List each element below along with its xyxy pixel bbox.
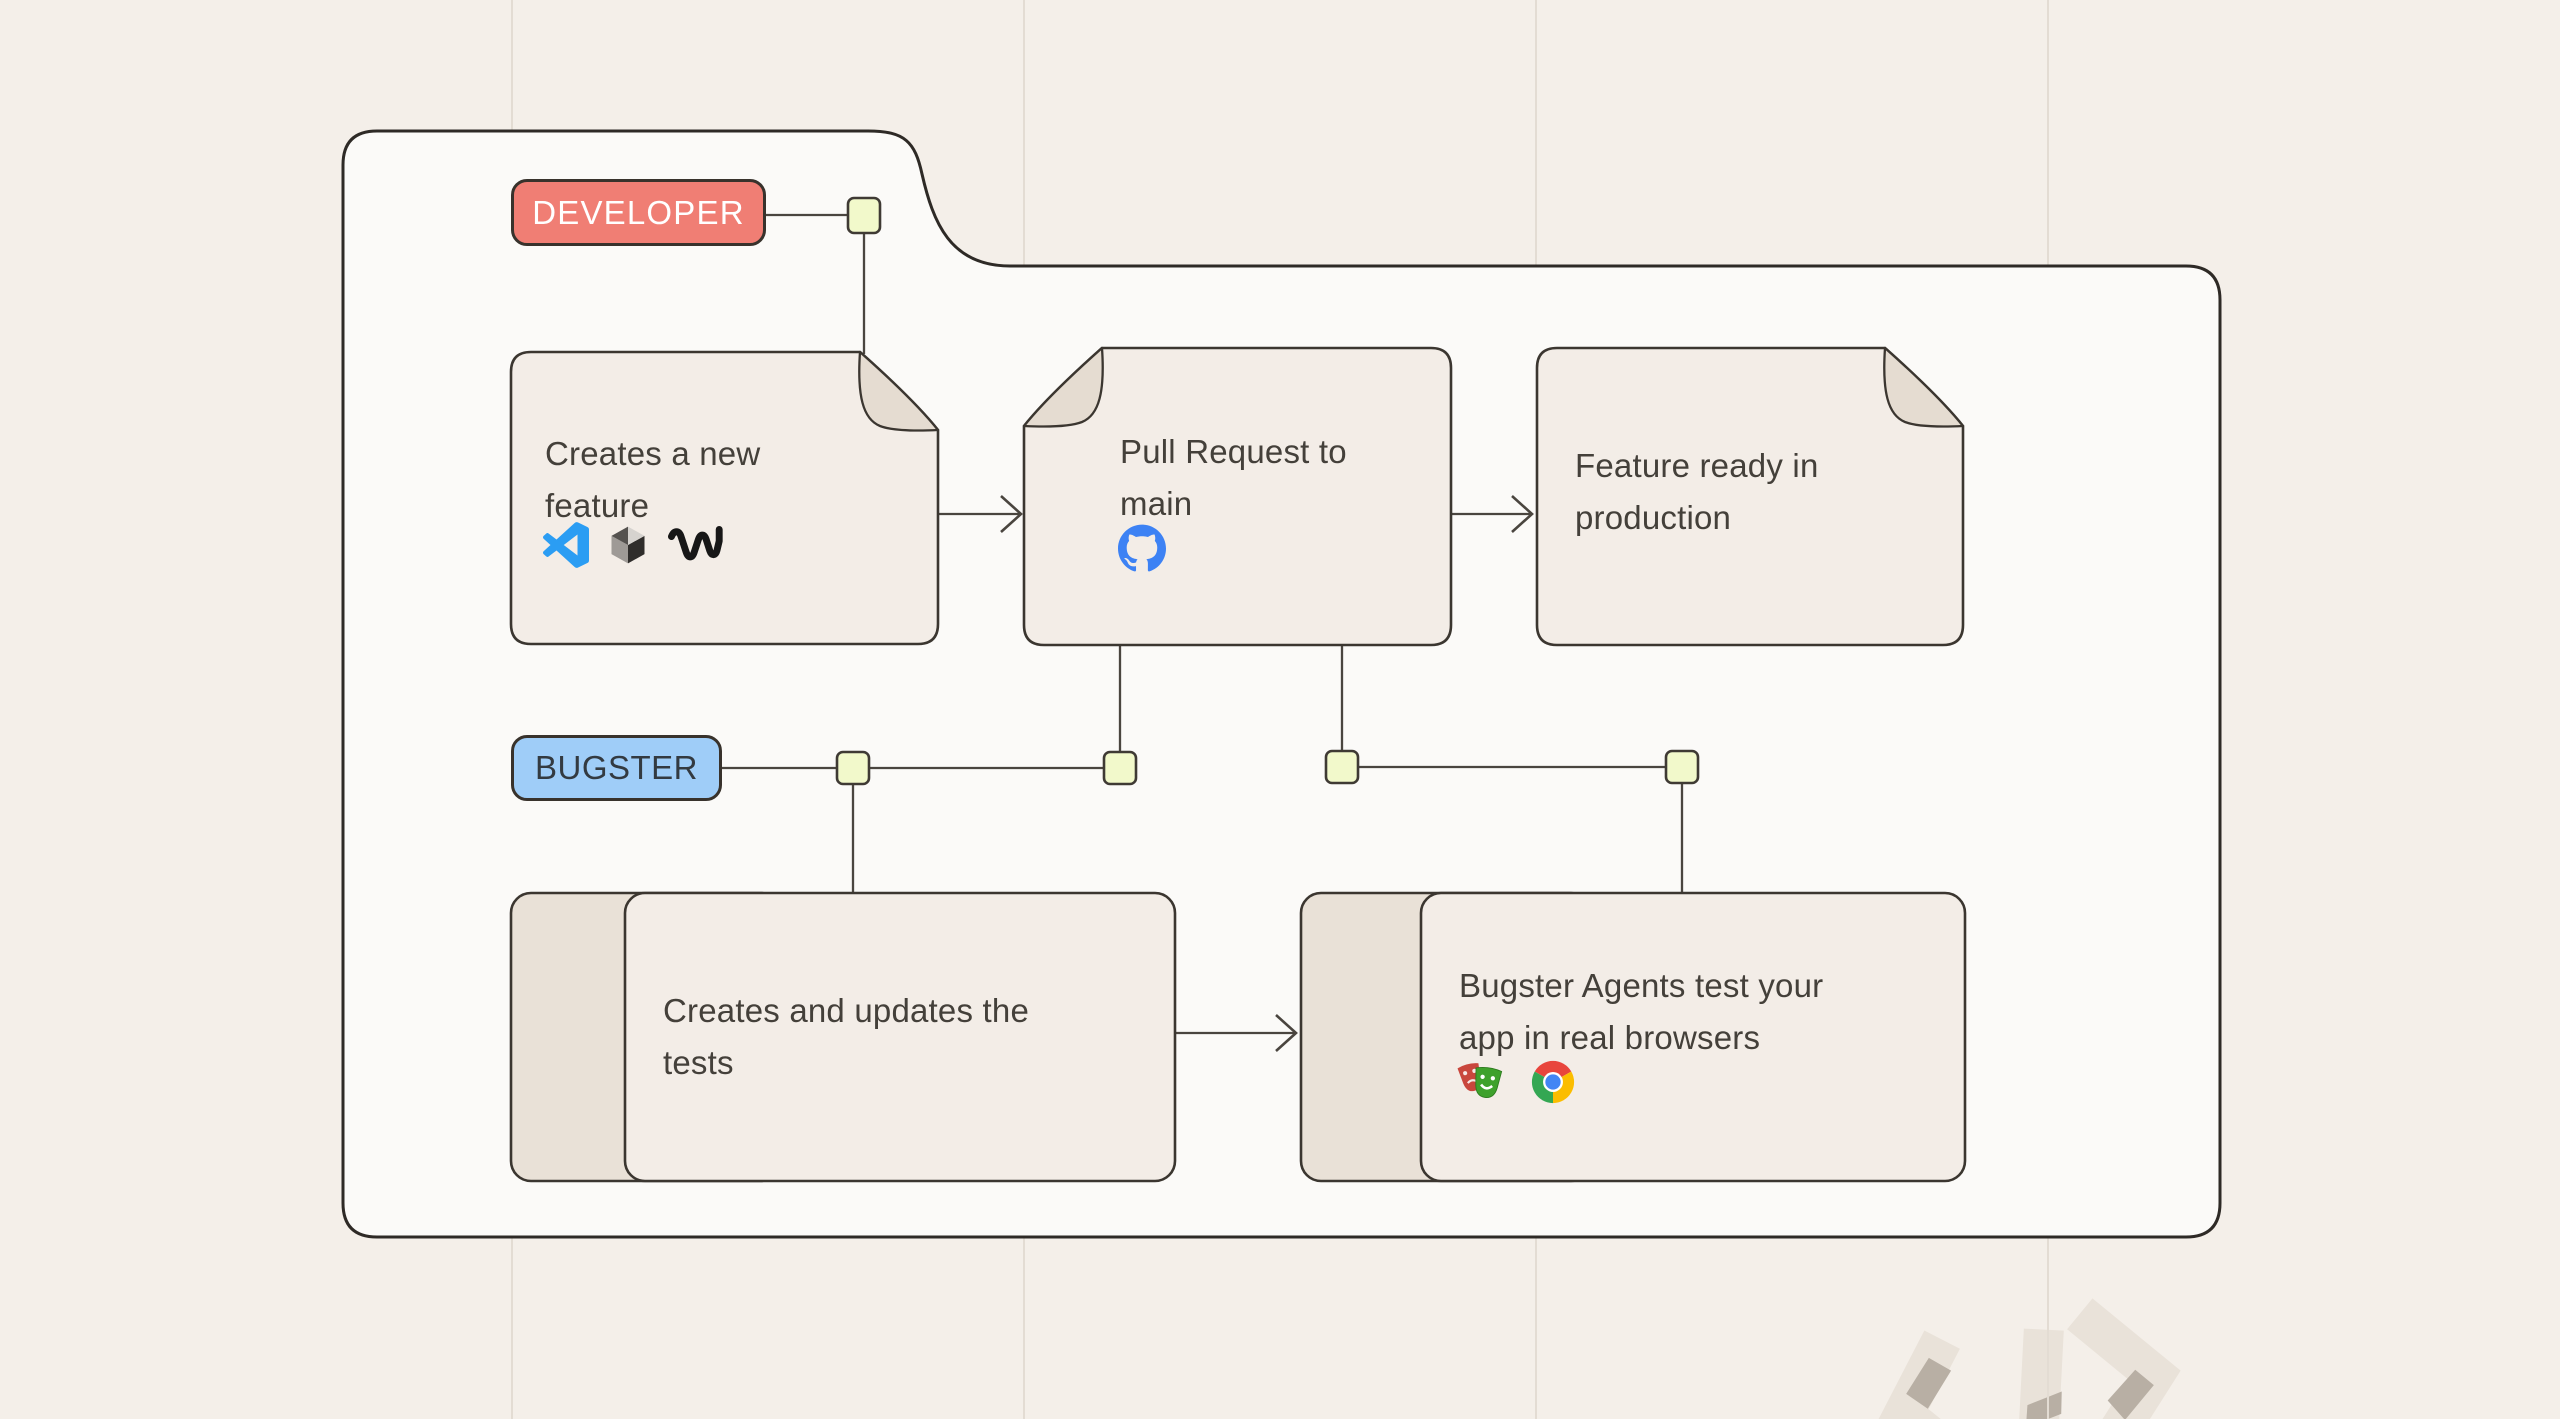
node-create-feature-shape[interactable]	[509, 350, 940, 646]
create-feature-icons	[543, 522, 725, 568]
github-icon	[1118, 524, 1166, 572]
node-feature-ready-shape[interactable]	[1535, 346, 1965, 647]
port-agents[interactable]	[1664, 749, 1700, 785]
port-bugster-left[interactable]	[835, 750, 871, 786]
node-pull-request-shape[interactable]	[1022, 346, 1453, 647]
playwright-icon	[1457, 1063, 1503, 1098]
node-label-create-feature: Creates a new feature	[545, 435, 761, 524]
node-label-feature-ready: Feature ready in production	[1575, 447, 1819, 536]
folded-corner	[1883, 346, 1965, 428]
node-create-tests-shape[interactable]	[509, 891, 1177, 1183]
folded-corner	[1022, 346, 1104, 428]
port-pr-right[interactable]	[1324, 749, 1360, 785]
node-label-create-tests: Creates and updates the tests	[663, 992, 1030, 1081]
port-pr-left[interactable]	[1102, 750, 1138, 786]
lane-badge-developer[interactable]: DEVELOPER	[511, 179, 766, 246]
cursor-icon	[611, 526, 645, 564]
pull-request-icons	[1118, 524, 1166, 572]
folded-corner	[858, 350, 940, 432]
vscode-icon	[543, 522, 589, 568]
node-label-agents-test: Bugster Agents test your app in real bro…	[1459, 967, 1824, 1056]
agents-test-icons	[1457, 1056, 1576, 1108]
node-agents-test-shape[interactable]	[1299, 891, 1967, 1183]
lane-badge-bugster[interactable]: BUGSTER	[511, 735, 722, 801]
connector-ports	[835, 196, 1700, 786]
windsurf-icon	[668, 525, 723, 560]
node-label-pull-request: Pull Request to main	[1120, 433, 1347, 522]
port-developer[interactable]	[846, 196, 882, 235]
code-watermark-icon	[1878, 1298, 2181, 1419]
connector-edges	[722, 213, 1684, 1052]
chrome-icon	[1531, 1060, 1575, 1104]
